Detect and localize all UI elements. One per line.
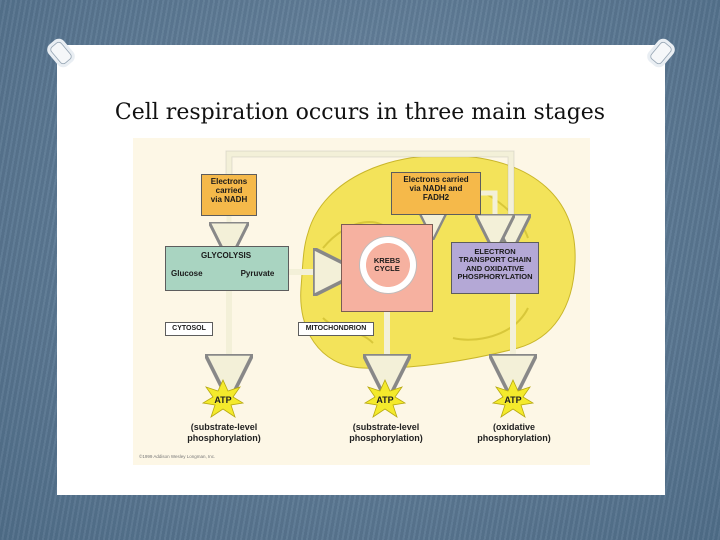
copyright-text: ©1999 Addison Wesley Longman, Inc. [139, 454, 216, 459]
diagram-graphics [201, 150, 576, 418]
electron-route-nadh-fadh [481, 190, 495, 234]
atp-star-icon-1 [201, 379, 245, 418]
output-label-1: (substrate-level phosphorylation) [187, 422, 261, 443]
slide-title: Cell respiration occurs in three main st… [114, 100, 606, 125]
krebs-cycle-box: KREBS CYCLE [341, 224, 433, 312]
atp-label-2: ATP [376, 395, 394, 405]
atp-label-3: ATP [504, 395, 522, 405]
glycolysis-box: GLYCOLYSIS Glucose Pyruvate [165, 246, 289, 291]
pyruvate-label: Pyruvate [240, 268, 275, 278]
electrons-nadh-box: Electrons carried via NADH [201, 174, 257, 216]
cycle-icon [360, 237, 416, 293]
atp-star-icon-3 [491, 379, 535, 418]
atp-label-1: ATP [214, 395, 232, 405]
output-label-2: (substrate-level phosphorylation) [349, 422, 423, 443]
respiration-diagram: Electrons carried via NADH Electrons car… [133, 138, 590, 465]
atp-star-icon-2 [363, 379, 407, 418]
glucose-label: Glucose [171, 268, 203, 278]
electron-transport-chain-box: ELECTRON TRANSPORT CHAIN AND OXIDATIVE P… [451, 242, 539, 294]
output-label-3: (oxidative phosphorylation) [477, 422, 551, 443]
glycolysis-title: GLYCOLYSIS [201, 251, 252, 260]
cytosol-label: CYTOSOL [165, 322, 213, 336]
mitochondrion-label: MITOCHONDRION [298, 322, 374, 336]
electrons-nadh-fadh2-box: Electrons carried via NADH and FADH2 [391, 172, 481, 215]
